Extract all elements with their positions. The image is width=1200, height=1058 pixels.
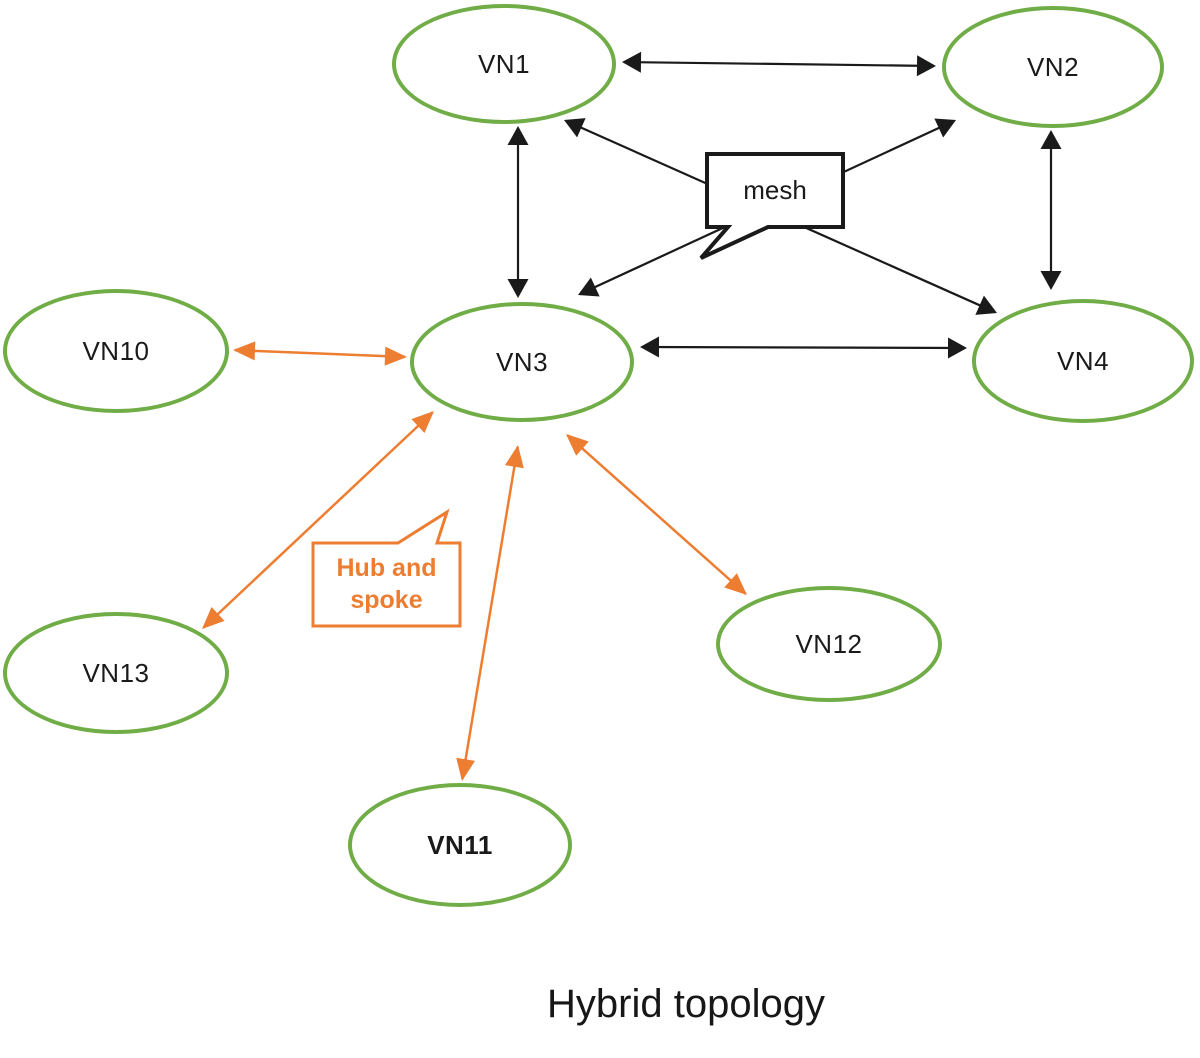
node-label-vn10: VN10 <box>82 335 150 366</box>
edge-arrowhead <box>1040 130 1062 149</box>
edge-arrowhead <box>384 346 407 366</box>
edge-arrowhead <box>566 434 589 456</box>
node-vn4: VN4 <box>972 299 1194 423</box>
edge-vn1-vn3 <box>507 126 529 298</box>
diagram-title: Hybrid topology <box>547 982 825 1026</box>
edge-vn2-vn4 <box>1040 130 1062 290</box>
edge-vn3-vn11 <box>456 445 524 781</box>
edge-arrowhead <box>233 341 256 361</box>
edge-arrowhead <box>507 126 529 145</box>
edge-line <box>641 345 966 350</box>
edge-arrowhead <box>916 55 936 77</box>
edge-arrowhead <box>507 279 529 298</box>
edge-vn3-vn13 <box>202 411 434 629</box>
edge-line <box>234 348 406 359</box>
edge-arrowhead <box>640 336 660 358</box>
edge-arrowhead <box>505 445 524 469</box>
node-vn12: VN12 <box>716 586 942 702</box>
edge-vn3-vn12 <box>566 434 747 595</box>
edge-arrowhead <box>934 118 956 138</box>
hub-spoke-callout-shape <box>311 508 462 628</box>
node-label-vn4: VN4 <box>1056 345 1110 376</box>
edge-arrowhead <box>622 51 642 73</box>
edge-arrowhead <box>202 607 225 629</box>
node-label-vn11: VN11 <box>427 829 493 860</box>
node-label-vn3: VN3 <box>495 346 549 377</box>
node-vn10: VN10 <box>3 289 229 413</box>
node-vn11: VN11 <box>348 783 572 907</box>
node-vn2: VN2 <box>942 6 1164 128</box>
edge-line <box>461 446 519 780</box>
edge-line <box>202 411 434 629</box>
node-label-vn13: VN13 <box>82 657 150 688</box>
edge-arrowhead <box>578 277 600 297</box>
edge-vn10-vn3 <box>233 341 407 366</box>
mesh-callout-shape <box>699 152 845 260</box>
edge-arrowhead <box>564 118 586 138</box>
edge-line <box>566 434 747 595</box>
edge-vn1-vn2 <box>622 51 936 77</box>
callout-shapes-group <box>311 152 845 628</box>
edge-arrowhead <box>724 573 747 595</box>
edge-arrowhead <box>1040 271 1062 290</box>
edge-arrowhead <box>456 757 475 781</box>
edge-arrowhead <box>411 411 434 433</box>
edges-group <box>202 51 1062 781</box>
node-label-vn2: VN2 <box>1026 51 1080 82</box>
node-label-vn1: VN1 <box>477 48 531 79</box>
edge-arrowhead <box>947 337 967 359</box>
node-vn3: VN3 <box>410 302 634 422</box>
edge-line <box>623 60 935 68</box>
node-vn13: VN13 <box>3 612 229 734</box>
node-label-vn12: VN12 <box>795 628 863 659</box>
node-vn1: VN1 <box>392 4 616 124</box>
edge-vn3-vn4 <box>640 336 967 359</box>
edge-arrowhead <box>975 295 997 315</box>
